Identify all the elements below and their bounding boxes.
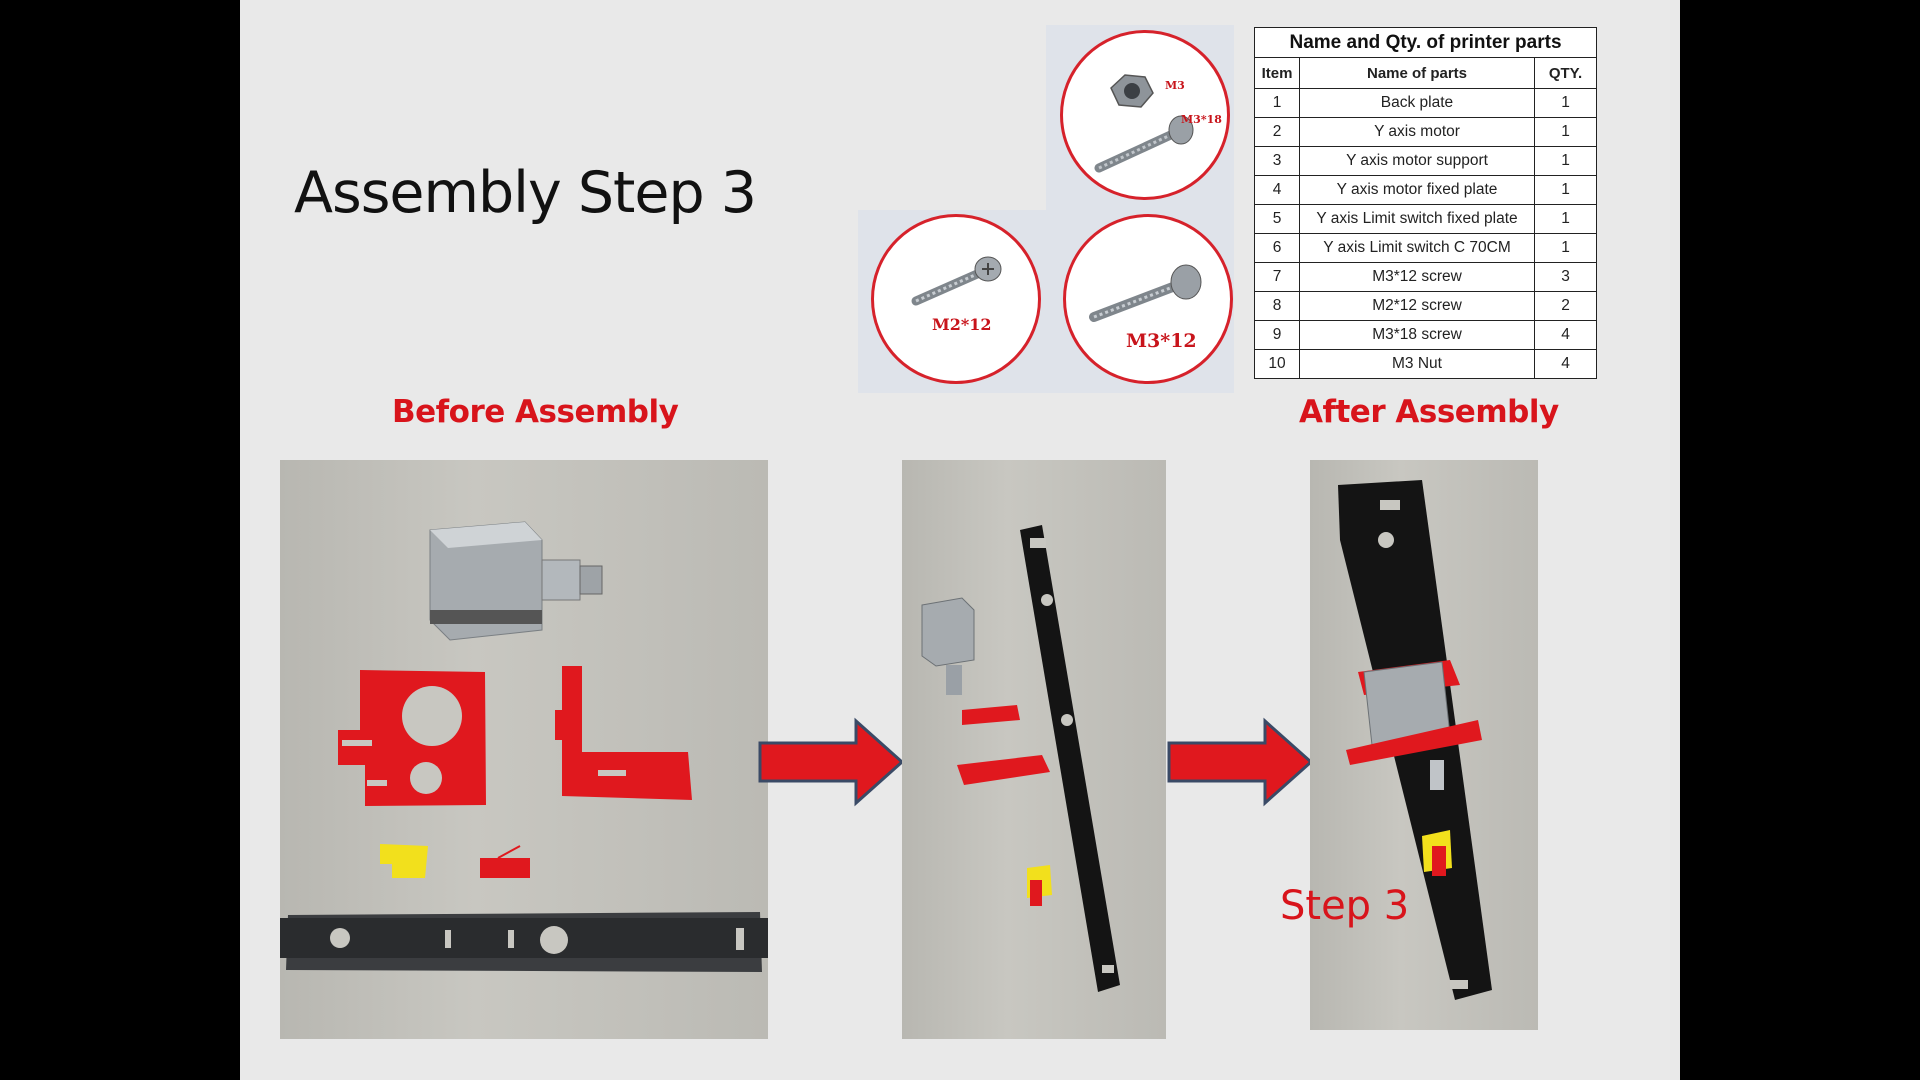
- cell-item: 6: [1254, 233, 1300, 263]
- before-assembly-label: Before Assembly: [392, 394, 679, 430]
- cell-item: 7: [1254, 262, 1300, 292]
- cell-qty: 1: [1534, 88, 1597, 118]
- cell-item: 5: [1254, 204, 1300, 234]
- cell-item: 3: [1254, 146, 1300, 176]
- cell-name: Back plate: [1299, 88, 1535, 118]
- m3x12-screw-image: [1089, 264, 1202, 322]
- arrow-right-icon: [758, 717, 905, 807]
- cell-qty: 1: [1534, 233, 1597, 263]
- cell-qty: 4: [1534, 320, 1597, 350]
- cell-item: 9: [1254, 320, 1300, 350]
- before-assembly-panel: [280, 460, 768, 1039]
- cell-name: Y axis motor: [1299, 117, 1535, 147]
- arrow-right-icon: [1167, 717, 1314, 807]
- cell-name: Y axis Limit switch fixed plate: [1299, 204, 1535, 234]
- m3-nut-label: M3: [1165, 79, 1185, 92]
- nut-screw-photo: M3 M3*18: [1060, 30, 1230, 200]
- m3-nut-and-m3x18-screw-image: [1094, 74, 1194, 173]
- parts-table-caption: Name and Qty. of printer parts: [1254, 27, 1597, 57]
- m2x12-screw-image: [911, 256, 1002, 306]
- parts-table-header-row: Item Name of parts QTY.: [1254, 57, 1597, 89]
- cell-qty: 1: [1534, 204, 1597, 234]
- cell-name: M2*12 screw: [1299, 291, 1535, 321]
- cell-qty: 1: [1534, 146, 1597, 176]
- cell-item: 10: [1254, 349, 1300, 379]
- cell-name: Y axis Limit switch C 70CM: [1299, 233, 1535, 263]
- exploded-view-panel: [902, 460, 1166, 1039]
- cell-qty: 4: [1534, 349, 1597, 379]
- after-assembly-panel: [1310, 460, 1538, 1030]
- cell-item: 2: [1254, 117, 1300, 147]
- m3x18-screw-label: M3*18: [1181, 113, 1222, 126]
- cell-item: 1: [1254, 88, 1300, 118]
- after-assembly-label: After Assembly: [1299, 394, 1559, 430]
- assembled-part-drawing: [1338, 480, 1492, 1000]
- cell-name: M3*18 screw: [1299, 320, 1535, 350]
- cell-item: 8: [1254, 291, 1300, 321]
- exploded-assembly-drawing: [921, 525, 1120, 992]
- parts-table: Name and Qty. of printer parts Item Name…: [1254, 27, 1597, 379]
- cell-name: M3*12 screw: [1299, 262, 1535, 292]
- cell-name: Y axis motor support: [1299, 146, 1535, 176]
- m3x12-screw-label: M3*12: [1126, 330, 1197, 352]
- m2x12-screw-label: M2*12: [932, 315, 992, 334]
- cell-item: 4: [1254, 175, 1300, 205]
- header-qty: QTY.: [1534, 57, 1597, 89]
- header-item: Item: [1254, 57, 1300, 89]
- cell-name: Y axis motor fixed plate: [1299, 175, 1535, 205]
- header-name: Name of parts: [1299, 57, 1535, 89]
- cell-qty: 2: [1534, 291, 1597, 321]
- m3x12-screw-photo: M3*12: [1063, 214, 1233, 384]
- slide-title: Assembly Step 3: [294, 160, 757, 226]
- slide: Assembly Step 3 M3 M3*18 M2*12 M3*1: [240, 0, 1680, 1080]
- step-3-label: Step 3: [1280, 883, 1410, 929]
- cell-qty: 1: [1534, 175, 1597, 205]
- cell-qty: 1: [1534, 117, 1597, 147]
- m2x12-screw-photo: M2*12: [871, 214, 1041, 384]
- cell-qty: 3: [1534, 262, 1597, 292]
- before-assembly-parts-drawing: [280, 521, 768, 972]
- cell-name: M3 Nut: [1299, 349, 1535, 379]
